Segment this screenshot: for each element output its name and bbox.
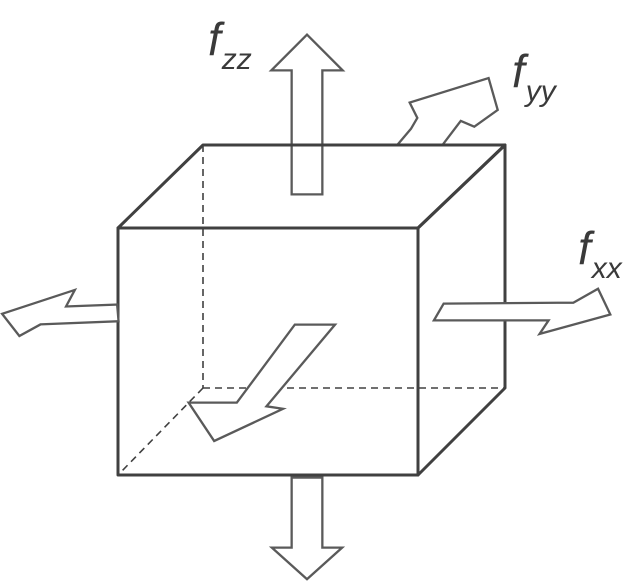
label-fyy: fyy: [512, 48, 556, 107]
label-fzz-main: f: [208, 13, 221, 65]
label-fyy-sub: yy: [525, 74, 556, 108]
cube-front-face: [116, 226, 420, 477]
arrow-fxx: [431, 287, 612, 336]
arrow-fzz: [268, 33, 346, 196]
label-fzz: fzz: [208, 16, 252, 75]
label-fzz-sub: zz: [221, 42, 252, 76]
hidden-edge-depth: [117, 387, 204, 476]
arrow-fyy: [394, 76, 500, 147]
arrow-fyy-front: [186, 323, 338, 443]
label-fxx-main: f: [578, 222, 591, 274]
label-fyy-main: f: [512, 45, 525, 97]
cube-right-face: [416, 143, 507, 477]
label-fxx-sub: xx: [591, 251, 622, 285]
label-fxx: fxx: [578, 225, 622, 284]
arrow-fxx-left: [0, 287, 120, 338]
cube-outline: [116, 143, 507, 477]
arrow-fzz-bottom: [268, 476, 346, 581]
